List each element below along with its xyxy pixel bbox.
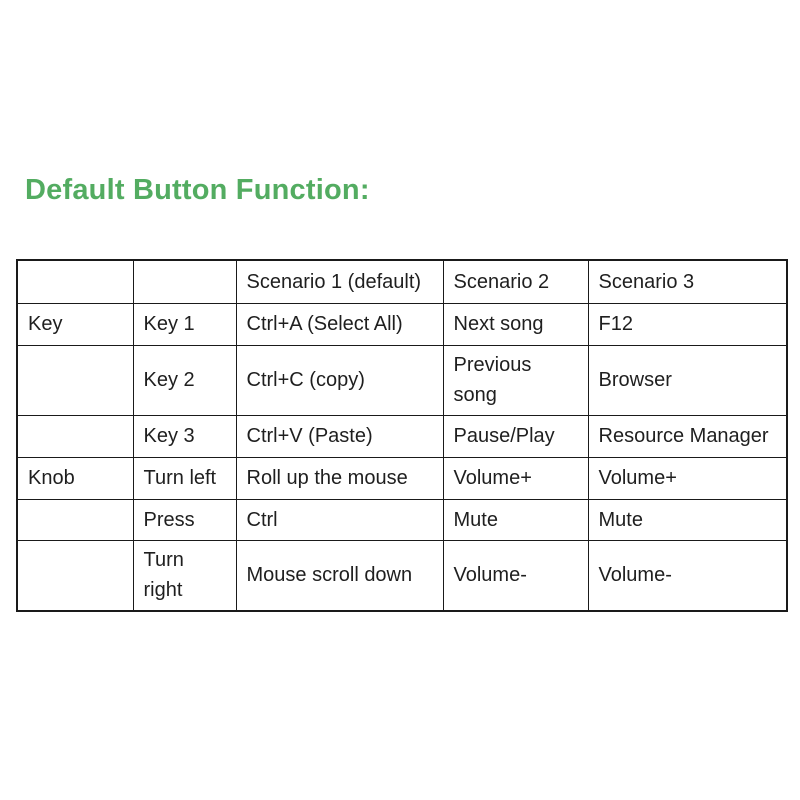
group-cell: Key (16, 302, 134, 346)
group-cell: Knob (16, 456, 134, 500)
control-cell: Turn right (132, 539, 237, 612)
function-cell: Next song (442, 302, 589, 346)
column-header-cell: Scenario 1 (default) (235, 259, 444, 304)
function-cell: Browser (587, 344, 788, 416)
button-function-table: Scenario 1 (default) Scenario 2 Scenario… (16, 259, 788, 612)
column-header-cell: Scenario 3 (587, 259, 788, 304)
function-cell: Volume- (442, 539, 589, 612)
table-row: Turn right Mouse scroll down Volume- Vol… (16, 539, 788, 612)
column-header-cell: Scenario 2 (442, 259, 589, 304)
header-row: Scenario 1 (default) Scenario 2 Scenario… (16, 259, 788, 304)
function-cell: Mouse scroll down (235, 539, 444, 612)
table-row: Key 3 Ctrl+V (Paste) Pause/Play Resource… (16, 414, 788, 458)
group-cell (16, 344, 134, 416)
function-cell: Ctrl+C (copy) (235, 344, 444, 416)
function-cell: F12 (587, 302, 788, 346)
function-cell: Volume+ (442, 456, 589, 500)
function-cell: Ctrl+A (Select All) (235, 302, 444, 346)
function-cell: Volume+ (587, 456, 788, 500)
group-cell (16, 414, 134, 458)
table-row: Key 2 Ctrl+C (copy) Previous song Browse… (16, 344, 788, 416)
column-header-cell (16, 259, 134, 304)
function-cell: Previous song (442, 344, 589, 416)
function-cell: Roll up the mouse (235, 456, 444, 500)
group-cell (16, 539, 134, 612)
page-title: Default Button Function: (25, 174, 370, 206)
control-cell: Turn left (132, 456, 237, 500)
function-cell: Mute (587, 498, 788, 541)
control-cell: Key 1 (132, 302, 237, 346)
control-cell: Key 3 (132, 414, 237, 458)
table-row: Knob Turn left Roll up the mouse Volume+… (16, 456, 788, 500)
function-cell: Resource Manager (587, 414, 788, 458)
table-row: Press Ctrl Mute Mute (16, 498, 788, 541)
column-header-cell (132, 259, 237, 304)
table-row: Key Key 1 Ctrl+A (Select All) Next song … (16, 302, 788, 346)
function-cell: Volume- (587, 539, 788, 612)
function-cell: Ctrl (235, 498, 444, 541)
function-cell: Ctrl+V (Paste) (235, 414, 444, 458)
control-cell: Press (132, 498, 237, 541)
function-cell: Pause/Play (442, 414, 589, 458)
group-cell (16, 498, 134, 541)
function-cell: Mute (442, 498, 589, 541)
control-cell: Key 2 (132, 344, 237, 416)
